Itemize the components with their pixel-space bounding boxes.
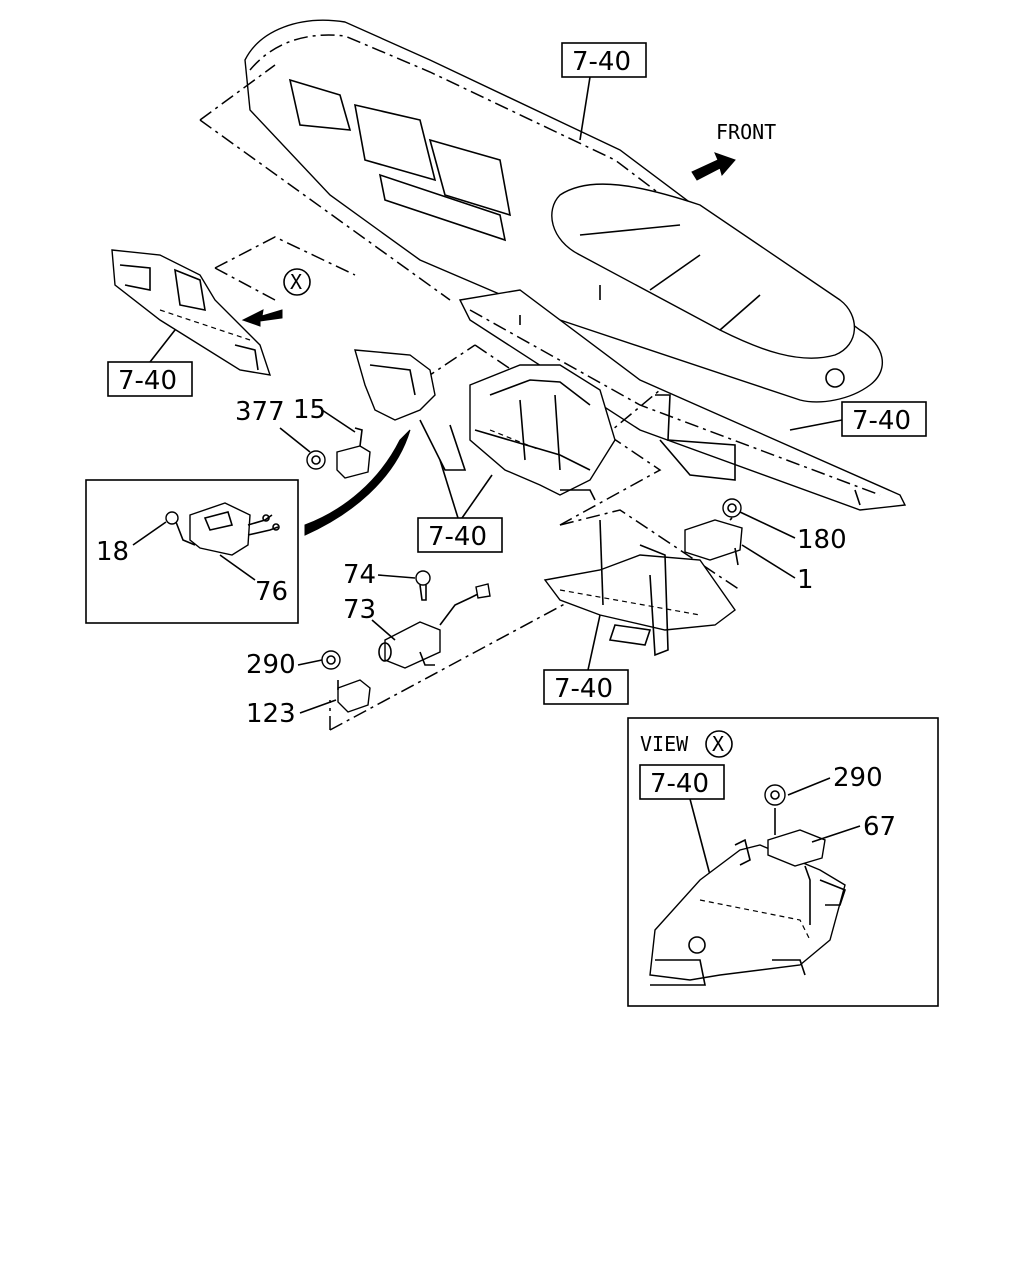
view-x-box: VIEW X 7-40 290 67 [627,717,939,1007]
part-15-relay: 15 [293,395,371,479]
svg-text:15: 15 [293,395,326,425]
svg-text:76: 76 [255,577,288,607]
svg-text:1: 1 [797,565,814,595]
view-marker-letter: X [290,270,302,294]
svg-text:290: 290 [246,650,296,680]
svg-text:74: 74 [343,560,376,590]
svg-text:7-40: 7-40 [852,406,911,436]
part-74-bolt: 74 [343,560,431,601]
svg-text:73: 73 [343,595,376,625]
part-377-nut: 377 [235,397,326,470]
ref-box-left: 7-40 [107,329,193,397]
detail-callout-wedge [304,429,411,536]
view-direction-arrow-icon [241,309,283,327]
svg-text:7-40: 7-40 [650,769,709,799]
svg-text:7-40: 7-40 [554,674,613,704]
view-marker-circle [283,268,311,296]
ref-box-right: 7-40 [789,401,927,437]
detail-box-left: 18 76 [85,479,299,624]
svg-text:123: 123 [246,699,296,729]
part-180-nut: 180 [722,498,847,555]
part-1-module: 1 [684,517,814,595]
ref-box-top: 7-40 [561,42,647,141]
ref-box-center: 7-40 [417,459,503,553]
instrument-panel [244,19,907,511]
svg-text:180: 180 [797,525,847,555]
ref-box-bottom: 7-40 [543,614,629,705]
front-label: FRONT [716,120,776,144]
part-73-buzzer: 73 [343,583,491,669]
upper-left-bracket [354,349,467,471]
part-123-sensor: 123 [246,679,371,729]
svg-text:377: 377 [235,397,285,427]
svg-text:7-40: 7-40 [118,366,177,396]
front-arrow-icon [691,152,736,181]
svg-text:X: X [712,732,724,756]
left-side-bracket [111,249,272,376]
svg-text:VIEW: VIEW [640,732,689,756]
floor-bracket [543,519,736,657]
svg-text:7-40: 7-40 [428,522,487,552]
center-bracket [469,364,616,501]
svg-text:7-40: 7-40 [572,47,631,77]
part-290-nut: 290 [246,650,341,680]
svg-text:67: 67 [863,812,896,842]
alignment-leaders [199,64,741,731]
svg-text:290: 290 [833,763,883,793]
svg-text:18: 18 [96,537,129,567]
